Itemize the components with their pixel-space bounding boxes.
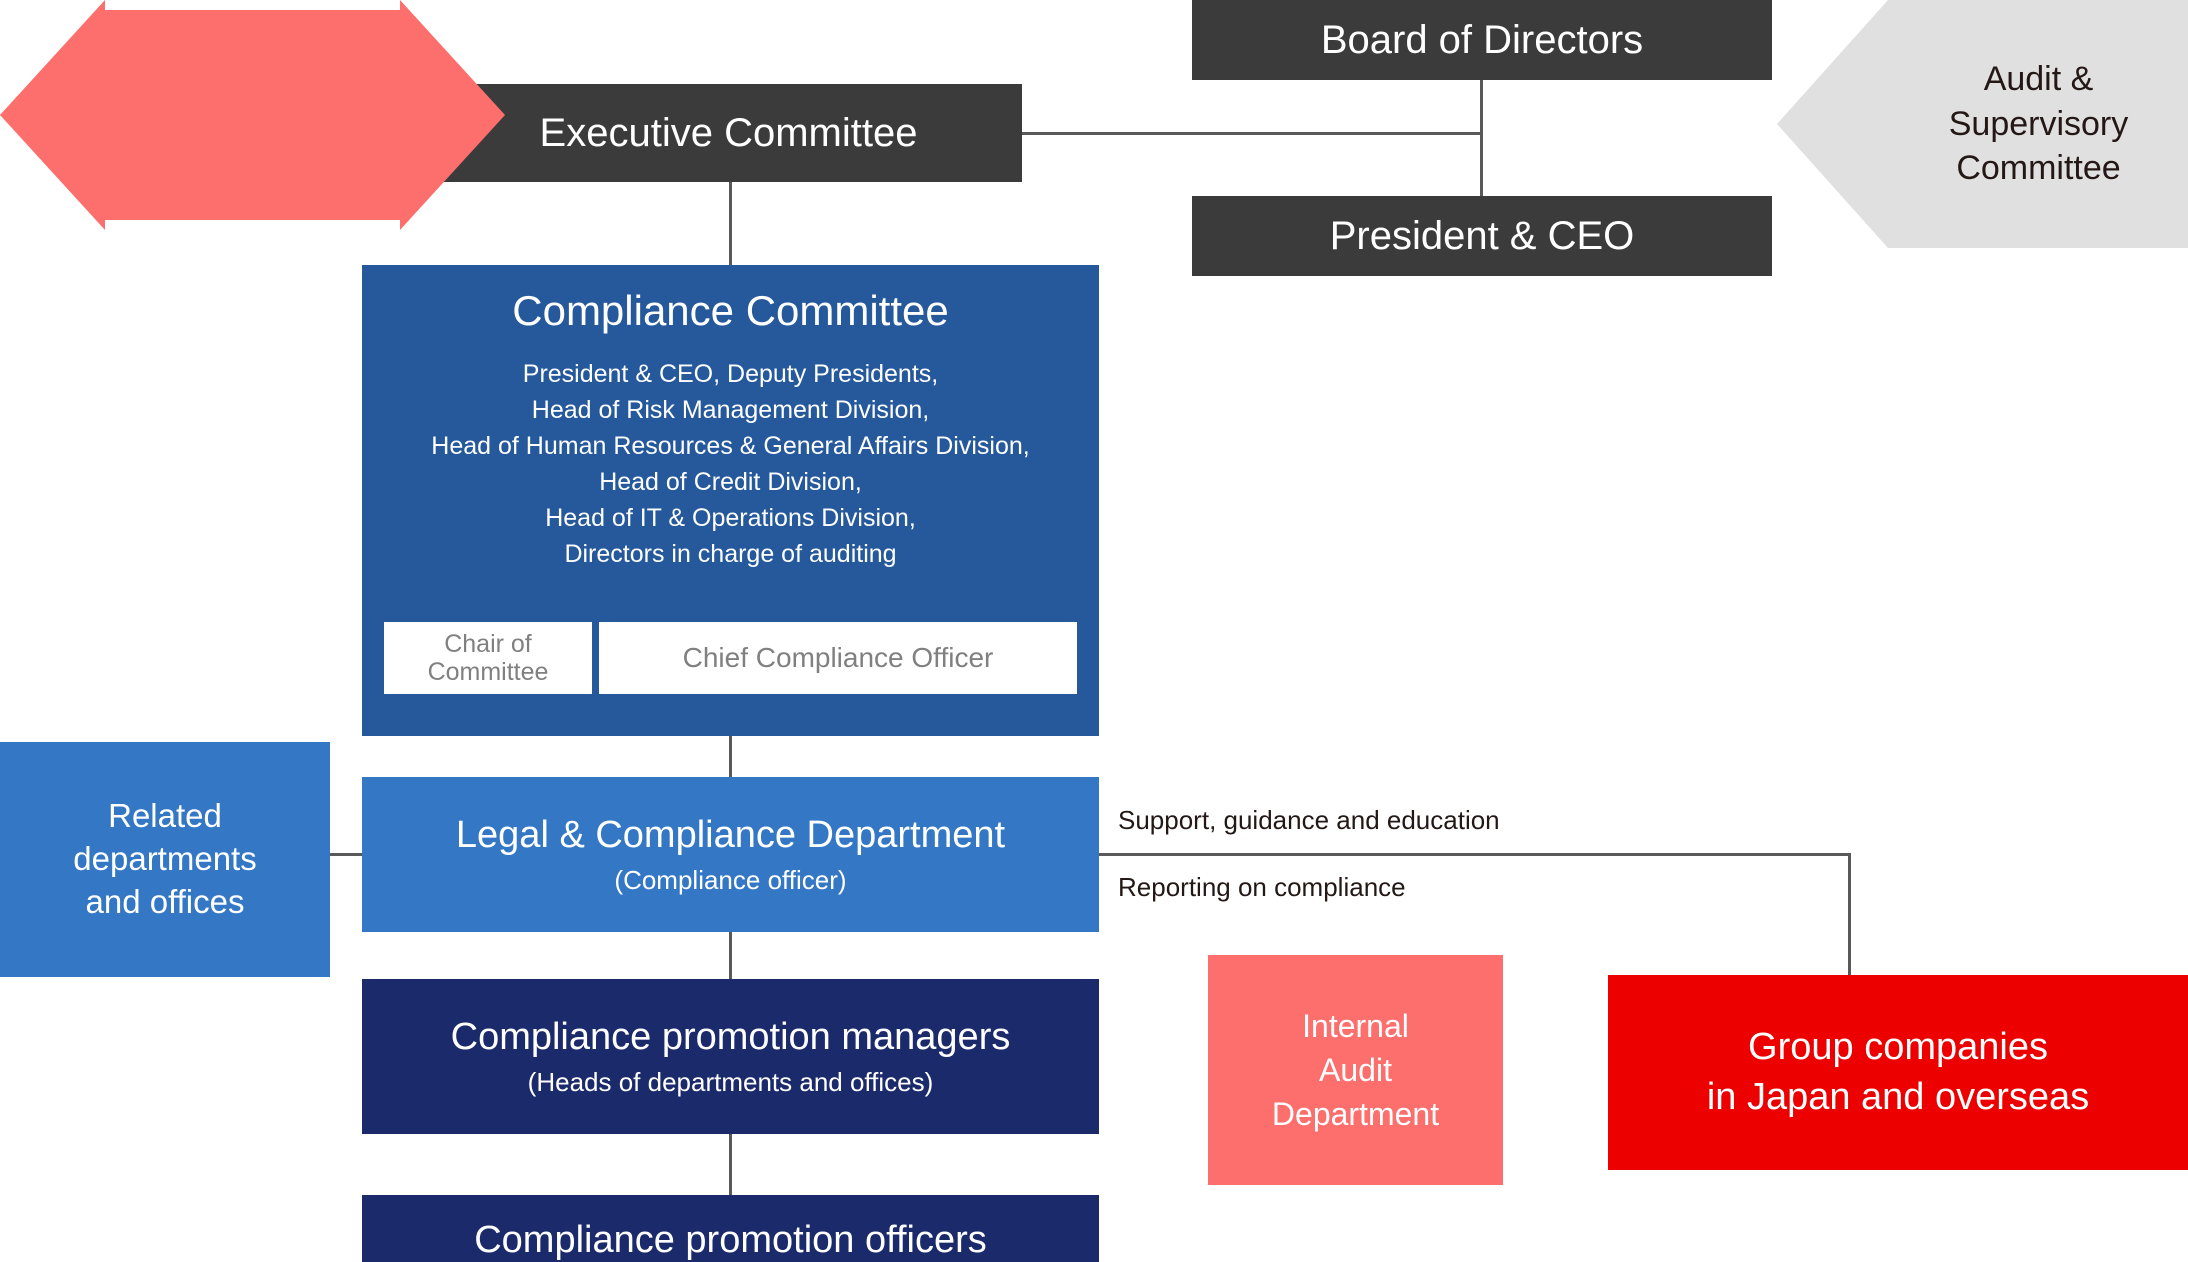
group-companies-line-1: Group companies [1748,1026,2048,1069]
node-president-ceo[interactable]: President & CEO [1192,196,1772,276]
legal-compliance-department-title: Legal & Compliance Department [455,814,1006,857]
chip-chief-compliance-officer[interactable]: Chief Compliance Officer [599,622,1077,694]
compliance-committee-title: Compliance Committee [512,287,949,334]
node-legal-compliance-department[interactable]: Legal & Compliance Department (Complianc… [362,777,1099,932]
chair-line-2: Committee [427,658,549,686]
connector-committee-to-legal-dept [729,736,732,779]
node-related-departments-and-offices[interactable]: Related departments and offices [0,742,330,977]
compliance-promotion-managers-title: Compliance promotion managers [450,1016,1011,1059]
president-ceo-label: President & CEO [1329,213,1635,258]
node-board-of-directors[interactable]: Board of Directors [1192,0,1772,80]
related-departments-line-3: and offices [85,882,245,920]
audit-committee-line-2: Supervisory [1948,104,2129,143]
internal-audit-line-3: Department [1271,1096,1440,1133]
legal-compliance-department-subtitle: (Compliance officer) [614,865,847,896]
connector-managers-to-officers [729,1134,732,1197]
node-group-companies[interactable]: Group companies in Japan and overseas [1608,975,2188,1170]
audit-committee-line-3: Committee [1956,149,2121,188]
committee-member-line-4: Head of Credit Division, [599,467,862,496]
connector-executive-to-board-line [1022,132,1482,135]
committee-member-line-6: Directors in charge of auditing [564,539,897,568]
compliance-committee-role-chips: Chair of Committee Chief Compliance Offi… [384,622,1077,694]
committee-member-line-3: Head of Human Resources & General Affair… [431,431,1030,460]
board-of-directors-label: Board of Directors [1320,17,1644,62]
chair-of-committee-label: Chair of Committee [428,630,549,686]
audit-committee-line-1: Audit & [1983,59,2094,98]
flow-label-support-guidance-education: Support, guidance and education [1118,805,1500,835]
group-companies-line-2: in Japan and overseas [1706,1075,2090,1118]
connector-legal-to-managers [729,932,732,981]
node-compliance-committee[interactable]: Compliance Committee President & CEO, De… [362,265,1099,736]
node-compliance-promotion-officers[interactable]: Compliance promotion officers [362,1195,1099,1262]
related-departments-line-2: departments [73,840,257,878]
committee-member-line-1: President & CEO, Deputy Presidents, [522,359,939,388]
internal-audit-department-label: Internal Audit Department [1208,955,1503,1185]
connector-legal-to-group-horizontal [1099,853,1851,856]
flow-label-reporting-on-compliance: Reporting on compliance [1118,872,1406,902]
chip-chair-of-committee[interactable]: Chair of Committee [384,622,592,694]
connector-executive-to-compliance-committee [729,182,732,267]
related-departments-line-1: Related [108,797,222,835]
connector-related-to-legal-dept [330,853,364,856]
committee-member-line-2: Head of Risk Management Division, [531,395,930,424]
compliance-promotion-officers-label: Compliance promotion officers [474,1218,987,1261]
executive-committee-label: Executive Committee [539,110,918,155]
committee-member-line-5: Head of IT & Operations Division, [545,503,916,532]
connector-board-to-president [1480,80,1483,196]
connector-legal-to-group-vertical [1848,853,1851,977]
compliance-promotion-managers-subtitle: (Heads of departments and offices) [527,1067,934,1098]
internal-audit-body [1208,955,1503,1185]
node-internal-audit-department[interactable] [0,0,505,230]
node-audit-supervisory-committee[interactable]: Audit & Supervisory Committee [1777,0,2188,248]
internal-audit-line-1: Internal [1302,1007,1409,1044]
node-compliance-promotion-managers[interactable]: Compliance promotion managers (Heads of … [362,979,1099,1134]
node-executive-committee[interactable]: Executive Committee [435,84,1022,182]
internal-audit-line-2: Audit [1319,1051,1392,1088]
chair-line-1: Chair of [444,630,532,658]
compliance-committee-members: President & CEO, Deputy Presidents, Head… [431,356,1029,572]
chief-compliance-officer-label: Chief Compliance Officer [682,642,994,674]
